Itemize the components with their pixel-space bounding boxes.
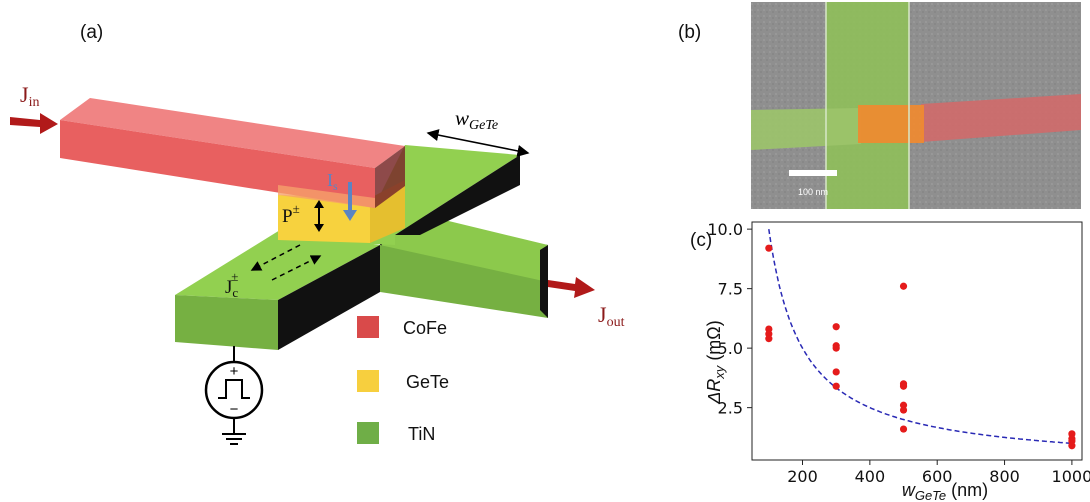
legend: CoFe GeTe TiN [357, 316, 449, 444]
legend-label-gete: GeTe [406, 372, 449, 392]
x-axis-title: wGeTe (nm) [902, 480, 988, 502]
x-tick-label: 600 [922, 467, 953, 486]
scale-bar-label: 100 nm [798, 187, 828, 197]
panel-label-b: (b) [678, 22, 702, 43]
tin-right-arm-end [540, 245, 548, 318]
tin-back-arm-side [395, 155, 520, 235]
p-label: P± [282, 201, 300, 227]
w-gete-label: wGeTe [455, 106, 498, 133]
legend-swatch-gete [357, 370, 379, 392]
x-tick-label: 200 [787, 467, 818, 486]
data-point [899, 282, 908, 290]
tin-front-arm-top [175, 230, 380, 300]
sem-image: 100 nm [751, 2, 1081, 209]
cofe-bar-end [375, 146, 405, 208]
is-arrow-head [343, 210, 357, 221]
y-tick-label: 2.5 [718, 399, 743, 418]
device-schematic: Jin Jout wGeTe Is P± Jc± + − CoFe GeTe [10, 82, 625, 445]
source-minus: − [230, 401, 239, 418]
j-out-arrow [548, 277, 595, 298]
fit-curve [768, 228, 1072, 445]
legend-label-cofe: CoFe [403, 318, 447, 338]
j-in-label: Jin [20, 82, 39, 110]
tin-front-arm-front [175, 295, 278, 350]
panel-label-a: (a) [80, 22, 104, 43]
cofe-bar-top [60, 98, 405, 168]
jc-label: Jc± [225, 269, 238, 300]
sem-cofe [921, 94, 1081, 142]
x-tick-label: 1000 [1052, 467, 1090, 486]
x-tick-label: 400 [855, 467, 886, 486]
legend-swatch-tin [357, 422, 379, 444]
is-label: Is [327, 170, 338, 193]
source-plus: + [230, 363, 239, 380]
x-tick-label: 800 [989, 467, 1020, 486]
y-tick-label: 10.0 [707, 220, 743, 239]
data-point [765, 244, 773, 252]
data-point [832, 382, 840, 390]
data-point [899, 425, 908, 433]
legend-swatch-cofe [357, 316, 379, 338]
pulse-symbol [218, 379, 250, 399]
tin-front-arm-side [278, 245, 380, 350]
sem-tin-horizontal [751, 108, 861, 150]
data-point [832, 323, 840, 331]
scale-bar [789, 170, 837, 176]
data-point [832, 344, 840, 352]
w-dimension-line [426, 129, 530, 157]
y-tick-label: 7.5 [718, 280, 743, 299]
cofe-bar-front [60, 120, 375, 208]
gete-block-front [278, 195, 370, 243]
data-point [832, 368, 840, 376]
tin-right-arm-front [380, 245, 548, 318]
sem-gete-overlap [858, 105, 924, 143]
y-tick-label: 5.0 [718, 339, 743, 358]
plot-frame [751, 221, 1083, 461]
data-point [765, 335, 773, 343]
y-axis-title: ΔRxy (mΩ) [704, 320, 727, 405]
j-in-arrow [10, 113, 58, 134]
legend-label-tin: TiN [408, 424, 435, 444]
jc-arrow-left [250, 244, 301, 271]
j-out-label: Jout [598, 302, 625, 330]
data-point [899, 406, 908, 414]
panel-label-c: (c) [690, 230, 713, 251]
data-point [899, 382, 908, 390]
data-point [1068, 442, 1076, 450]
